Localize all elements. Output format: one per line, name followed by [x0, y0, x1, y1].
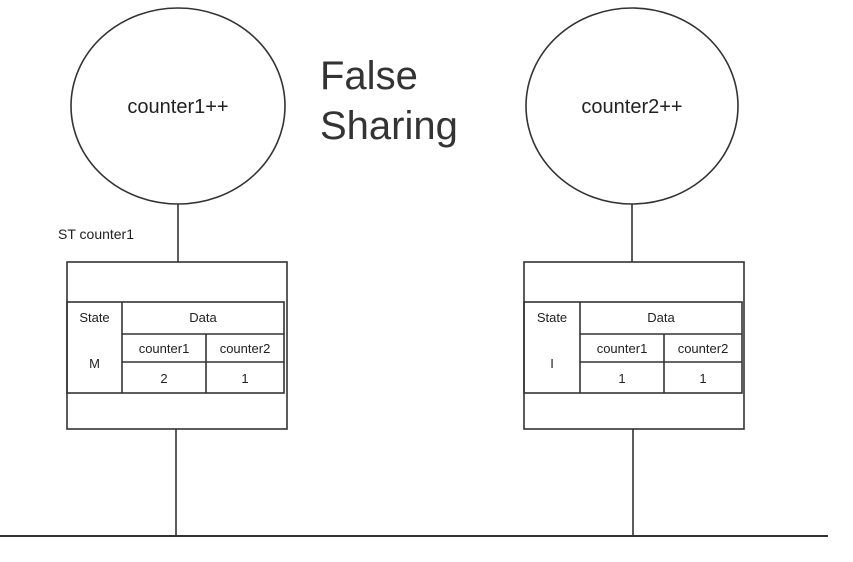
- core1-data-header: Data: [189, 310, 217, 325]
- core2-col-counter1: counter1: [596, 341, 648, 356]
- core1-cache-table: [66, 301, 285, 394]
- core1-state-header: State: [79, 310, 110, 325]
- core2-state-header: State: [536, 310, 568, 325]
- core1-col-counter2: counter2: [219, 341, 271, 356]
- title-line-1: False: [320, 54, 418, 98]
- core1-val-counter2: 1: [241, 371, 249, 386]
- core1-state-value: M: [89, 356, 100, 371]
- core2-col-counter2: counter2: [677, 341, 729, 356]
- core1-col-counter1: counter1: [138, 341, 190, 356]
- core1-circle-label: counter1++: [127, 96, 229, 118]
- core1-side-label: ST counter1: [58, 226, 135, 242]
- core2-state-value: I: [550, 356, 554, 371]
- core1-val-counter1: 2: [160, 371, 168, 386]
- core2-data-header: Data: [647, 310, 675, 325]
- core2-val-counter1: 1: [618, 371, 626, 386]
- core2-circle-label: counter2++: [581, 96, 683, 118]
- core2-val-counter2: 1: [699, 371, 707, 386]
- core2-cache-table: [523, 301, 743, 394]
- title-line-2: Sharing: [320, 104, 458, 148]
